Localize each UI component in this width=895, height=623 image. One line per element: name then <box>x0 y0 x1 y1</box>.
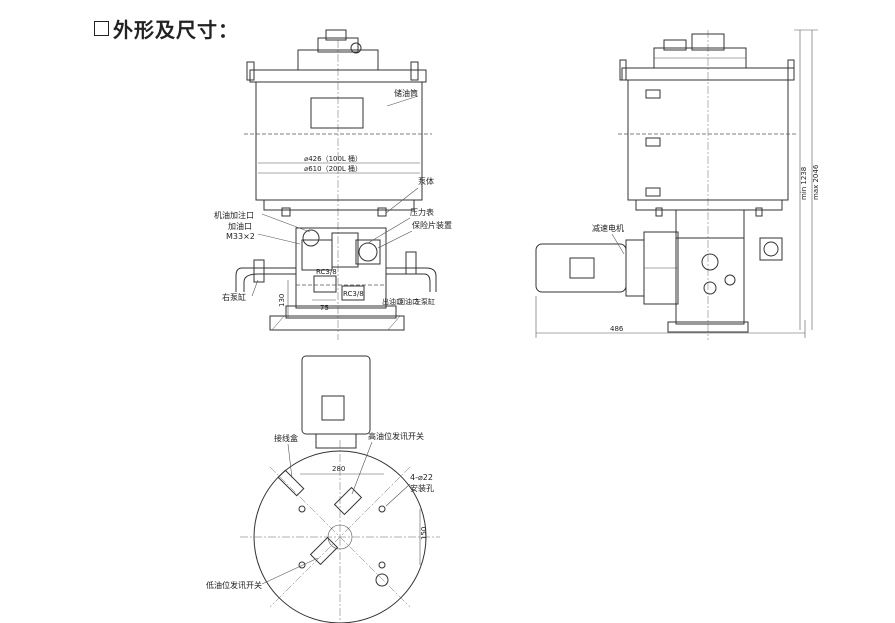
low-switch-label: 低油位发讯开关 <box>206 580 262 590</box>
motor-flange <box>625 239 645 297</box>
top-motor-body <box>301 355 371 435</box>
outlet-left-label: 出油口 <box>382 297 403 306</box>
relief-device-label: 保险片装置 <box>412 220 452 230</box>
lid-bolt-left <box>246 61 255 81</box>
side-base <box>667 321 749 333</box>
dim-486: 486 <box>610 325 624 333</box>
title-text: 外形及尺寸： <box>113 18 239 42</box>
pressure-gauge-label: 压力表 <box>410 207 434 217</box>
flange-bolt-right <box>377 207 387 217</box>
right-pipe <box>386 267 437 292</box>
hole-spec-label: 4-⌀22 <box>410 473 433 482</box>
lid-bolt-right <box>410 61 419 81</box>
level-window-bottom <box>645 187 661 197</box>
side-bolt-right <box>787 59 795 81</box>
junction-box-label: 接线盒 <box>274 433 298 443</box>
outlet-mid-label: 回油口 <box>398 297 419 306</box>
fill-port-label: 加油口 <box>228 221 252 231</box>
dim-min: min 1238 <box>800 167 808 200</box>
drain-hole-icon <box>375 573 389 587</box>
page-title: 外形及尺寸： <box>94 14 239 43</box>
dim-100L: ⌀426（100L 桶） <box>304 154 362 163</box>
pump-relief-block <box>355 239 381 265</box>
level-window-mid <box>645 137 661 147</box>
mount-hole-1-icon <box>298 505 306 513</box>
pump-valve-block <box>331 232 359 268</box>
left-cylinder <box>253 259 265 283</box>
pump-base <box>285 305 397 319</box>
top-motor-flange <box>315 433 357 449</box>
side-view: 减速电机 486 min 1238 max 2046 <box>535 29 820 340</box>
mount-hole-2-icon <box>378 505 386 513</box>
right-pipe-inner <box>386 273 431 292</box>
dim-max: max 2046 <box>812 164 820 200</box>
checkbox-square-icon <box>94 21 109 36</box>
front-view: 储油筒 ⌀426（100L 桶） ⌀610（200L 桶） 泵体 RC3/8 R… <box>214 29 452 340</box>
rc-port-lower <box>341 285 365 301</box>
tank-body <box>255 81 423 201</box>
pump-body-label: 泵体 <box>418 176 434 186</box>
low-level-switch-icon <box>309 536 339 566</box>
outlet-right-label: 左泵缸 <box>414 297 435 306</box>
mount-hole-4-icon <box>378 561 386 569</box>
dim-150: 150 <box>420 527 428 540</box>
dim-75: 75 <box>320 304 329 312</box>
top-motor-cap <box>317 37 359 53</box>
top-fitting-icon <box>350 42 362 54</box>
left-pipe <box>235 267 296 292</box>
right-cylinder-label: 右泵缸 <box>222 292 246 302</box>
pressure-gauge-icon <box>302 229 320 247</box>
right-cylinder <box>405 251 417 275</box>
dim-200L: ⌀610（200L 桶） <box>304 164 362 173</box>
hole-label: 安装孔 <box>410 483 434 493</box>
side-port-1-icon <box>701 253 719 271</box>
tank-bottom-flange <box>263 199 415 211</box>
side-port-2-icon <box>703 281 717 295</box>
high-level-switch-icon <box>333 486 363 516</box>
rc-upper-label: RC3/8 <box>316 268 337 276</box>
motor-label: 减速电机 <box>592 223 624 233</box>
side-port-3-icon <box>724 274 736 286</box>
top-knob <box>325 29 347 41</box>
fill-thread-label: M33×2 <box>226 232 255 241</box>
side-top-fitting <box>663 39 687 51</box>
dim-130: 130 <box>278 294 286 307</box>
relief-valve-icon <box>358 242 378 262</box>
rc-lower-label: RC3/8 <box>343 290 364 298</box>
side-top-motor <box>691 33 725 51</box>
motor-terminal-box <box>569 257 595 279</box>
side-pump-body <box>675 237 745 325</box>
flange-bolt-left <box>281 207 291 217</box>
left-pipe-inner <box>243 273 296 292</box>
dim-280: 280 <box>332 465 345 473</box>
pump-baseplate <box>269 315 405 331</box>
rc-port-upper <box>313 275 337 293</box>
side-pump-neck <box>675 209 745 239</box>
top-terminal-box <box>321 395 345 421</box>
level-window-top <box>645 89 661 99</box>
side-gauge-icon <box>763 241 779 257</box>
side-gauge-block <box>759 237 783 261</box>
side-bolt-left <box>619 59 627 81</box>
high-switch-label: 高油位发讯开关 <box>368 431 424 441</box>
mount-hole-3-icon <box>298 561 306 569</box>
gear-motor-body <box>535 243 627 293</box>
tank-window <box>310 97 364 129</box>
top-view: 接线盒 高油位发讯开关 低油位发讯开关 280 150 4-⌀22 安装孔 <box>206 355 440 623</box>
tank-label: 储油筒 <box>394 88 418 98</box>
junction-box-icon <box>277 469 305 497</box>
motor-fill-label: 机油加注口 <box>214 210 254 220</box>
